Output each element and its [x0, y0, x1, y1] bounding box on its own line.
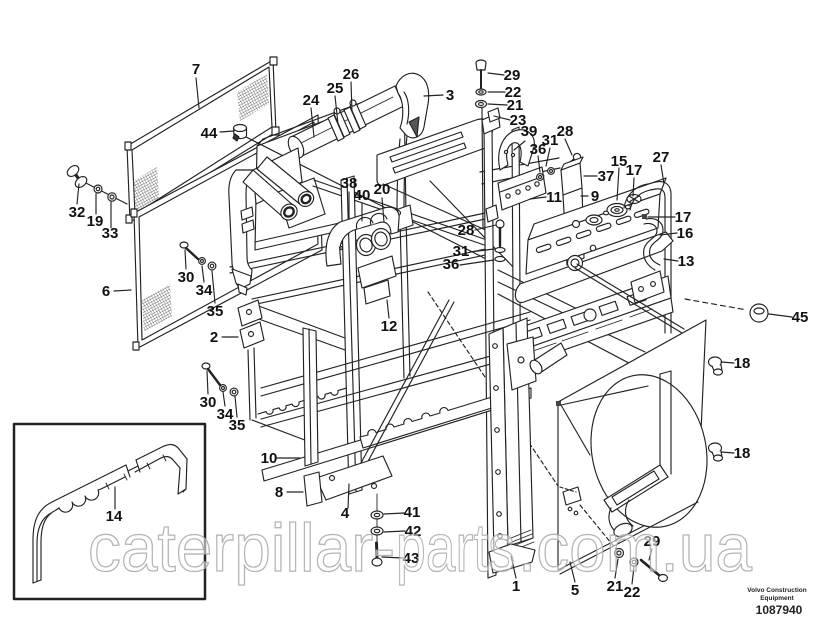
svg-text:12: 12 [381, 318, 398, 335]
svg-text:8: 8 [275, 484, 283, 501]
svg-text:1: 1 [512, 578, 520, 595]
svg-text:45: 45 [792, 309, 809, 326]
svg-text:4: 4 [341, 505, 350, 522]
svg-text:21: 21 [507, 97, 524, 114]
svg-text:21: 21 [607, 578, 624, 595]
svg-text:6: 6 [102, 283, 110, 300]
svg-text:30: 30 [178, 269, 195, 286]
svg-text:27: 27 [653, 149, 670, 166]
svg-text:35: 35 [229, 417, 246, 434]
svg-text:20: 20 [374, 181, 391, 198]
svg-text:22: 22 [505, 84, 522, 101]
svg-text:44: 44 [201, 125, 218, 142]
svg-text:43: 43 [403, 550, 420, 567]
svg-text:.com.ua: .com.ua [518, 510, 752, 586]
svg-text:7: 7 [192, 61, 200, 78]
svg-text:1087940: 1087940 [756, 603, 803, 617]
svg-text:42: 42 [405, 523, 422, 540]
svg-text:33: 33 [102, 225, 119, 242]
svg-text:28: 28 [557, 123, 574, 140]
svg-text:caterpillar-: caterpillar- [88, 510, 395, 586]
svg-text:11: 11 [546, 189, 562, 206]
svg-text:40: 40 [354, 187, 371, 204]
svg-text:13: 13 [678, 253, 695, 270]
svg-text:2: 2 [210, 329, 218, 346]
svg-text:25: 25 [327, 80, 344, 97]
svg-text:10: 10 [261, 450, 278, 467]
svg-text:37: 37 [598, 168, 615, 185]
svg-text:3: 3 [446, 87, 454, 104]
svg-text:9: 9 [591, 188, 599, 205]
svg-text:36: 36 [443, 256, 460, 273]
svg-text:parts: parts [396, 510, 515, 586]
svg-text:34: 34 [196, 282, 213, 299]
svg-text:17: 17 [675, 209, 692, 226]
svg-text:22: 22 [624, 584, 641, 601]
svg-text:36: 36 [530, 141, 547, 158]
svg-text:24: 24 [303, 92, 320, 109]
svg-text:19: 19 [87, 213, 104, 230]
svg-text:39: 39 [521, 123, 538, 140]
svg-text:17: 17 [626, 162, 643, 179]
svg-text:26: 26 [343, 66, 360, 83]
svg-text:31: 31 [542, 132, 559, 149]
svg-text:32: 32 [69, 204, 86, 221]
svg-text:18: 18 [734, 445, 751, 462]
svg-text:16: 16 [677, 225, 694, 242]
svg-text:31: 31 [453, 243, 470, 260]
svg-text:41: 41 [404, 504, 421, 521]
svg-text:14: 14 [106, 508, 123, 525]
svg-text:Volvo Construction: Volvo Construction [747, 587, 806, 594]
svg-text:35: 35 [207, 303, 224, 320]
svg-text:15: 15 [611, 153, 628, 170]
svg-text:5: 5 [571, 582, 579, 599]
svg-text:38: 38 [341, 175, 358, 192]
svg-text:28: 28 [458, 222, 475, 239]
svg-text:Equipment: Equipment [760, 595, 794, 602]
svg-text:30: 30 [200, 394, 217, 411]
svg-text:29: 29 [644, 533, 661, 550]
svg-text:23: 23 [510, 112, 527, 129]
svg-text:29: 29 [504, 67, 521, 84]
svg-text:18: 18 [734, 355, 751, 372]
svg-text:34: 34 [217, 406, 234, 423]
